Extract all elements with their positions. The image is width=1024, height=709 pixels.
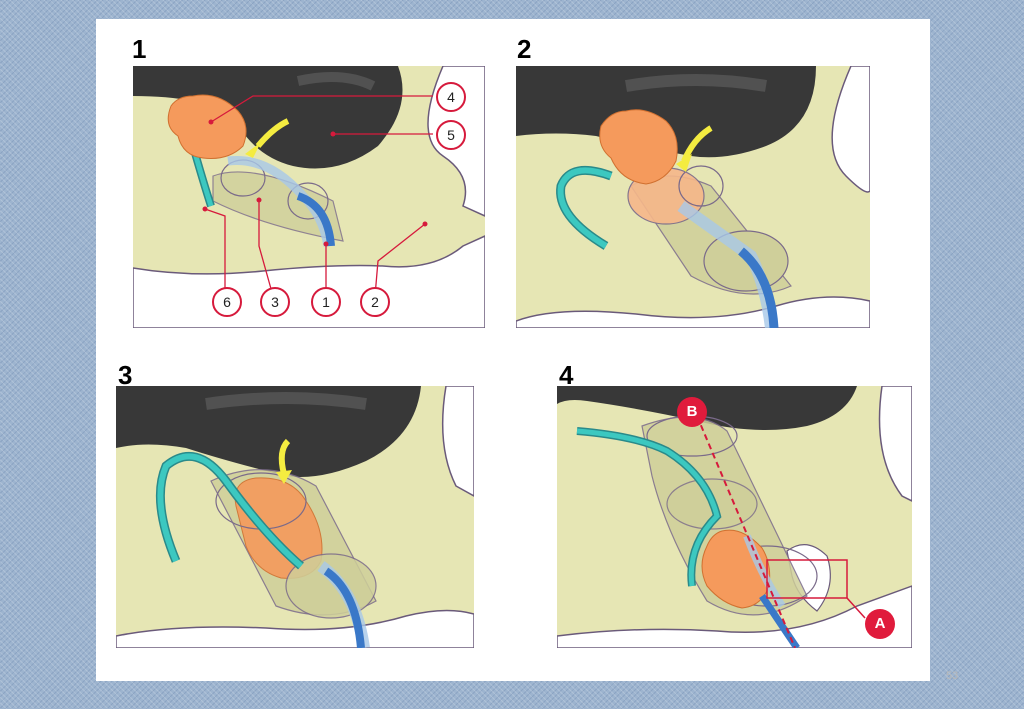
- panel-3-illustration: [116, 386, 474, 648]
- panel-2-number: 2: [517, 34, 532, 64]
- panel-4-illustration: [557, 386, 912, 648]
- page-number: 53: [946, 670, 959, 682]
- panel-1-illustration: [133, 66, 485, 328]
- callout-6: 6: [212, 287, 242, 317]
- callout-2: 2: [360, 287, 390, 317]
- panel-3-number: 3: [118, 360, 133, 390]
- callout-5: 5: [436, 120, 466, 150]
- marker-b: B: [677, 397, 707, 427]
- callout-4: 4: [436, 82, 466, 112]
- panel-2-illustration: [516, 66, 870, 328]
- callout-1: 1: [311, 287, 341, 317]
- panel-1-number: 1: [132, 34, 147, 64]
- callout-3: 3: [260, 287, 290, 317]
- marker-a: A: [865, 609, 895, 639]
- panel-4-number: 4: [559, 360, 574, 390]
